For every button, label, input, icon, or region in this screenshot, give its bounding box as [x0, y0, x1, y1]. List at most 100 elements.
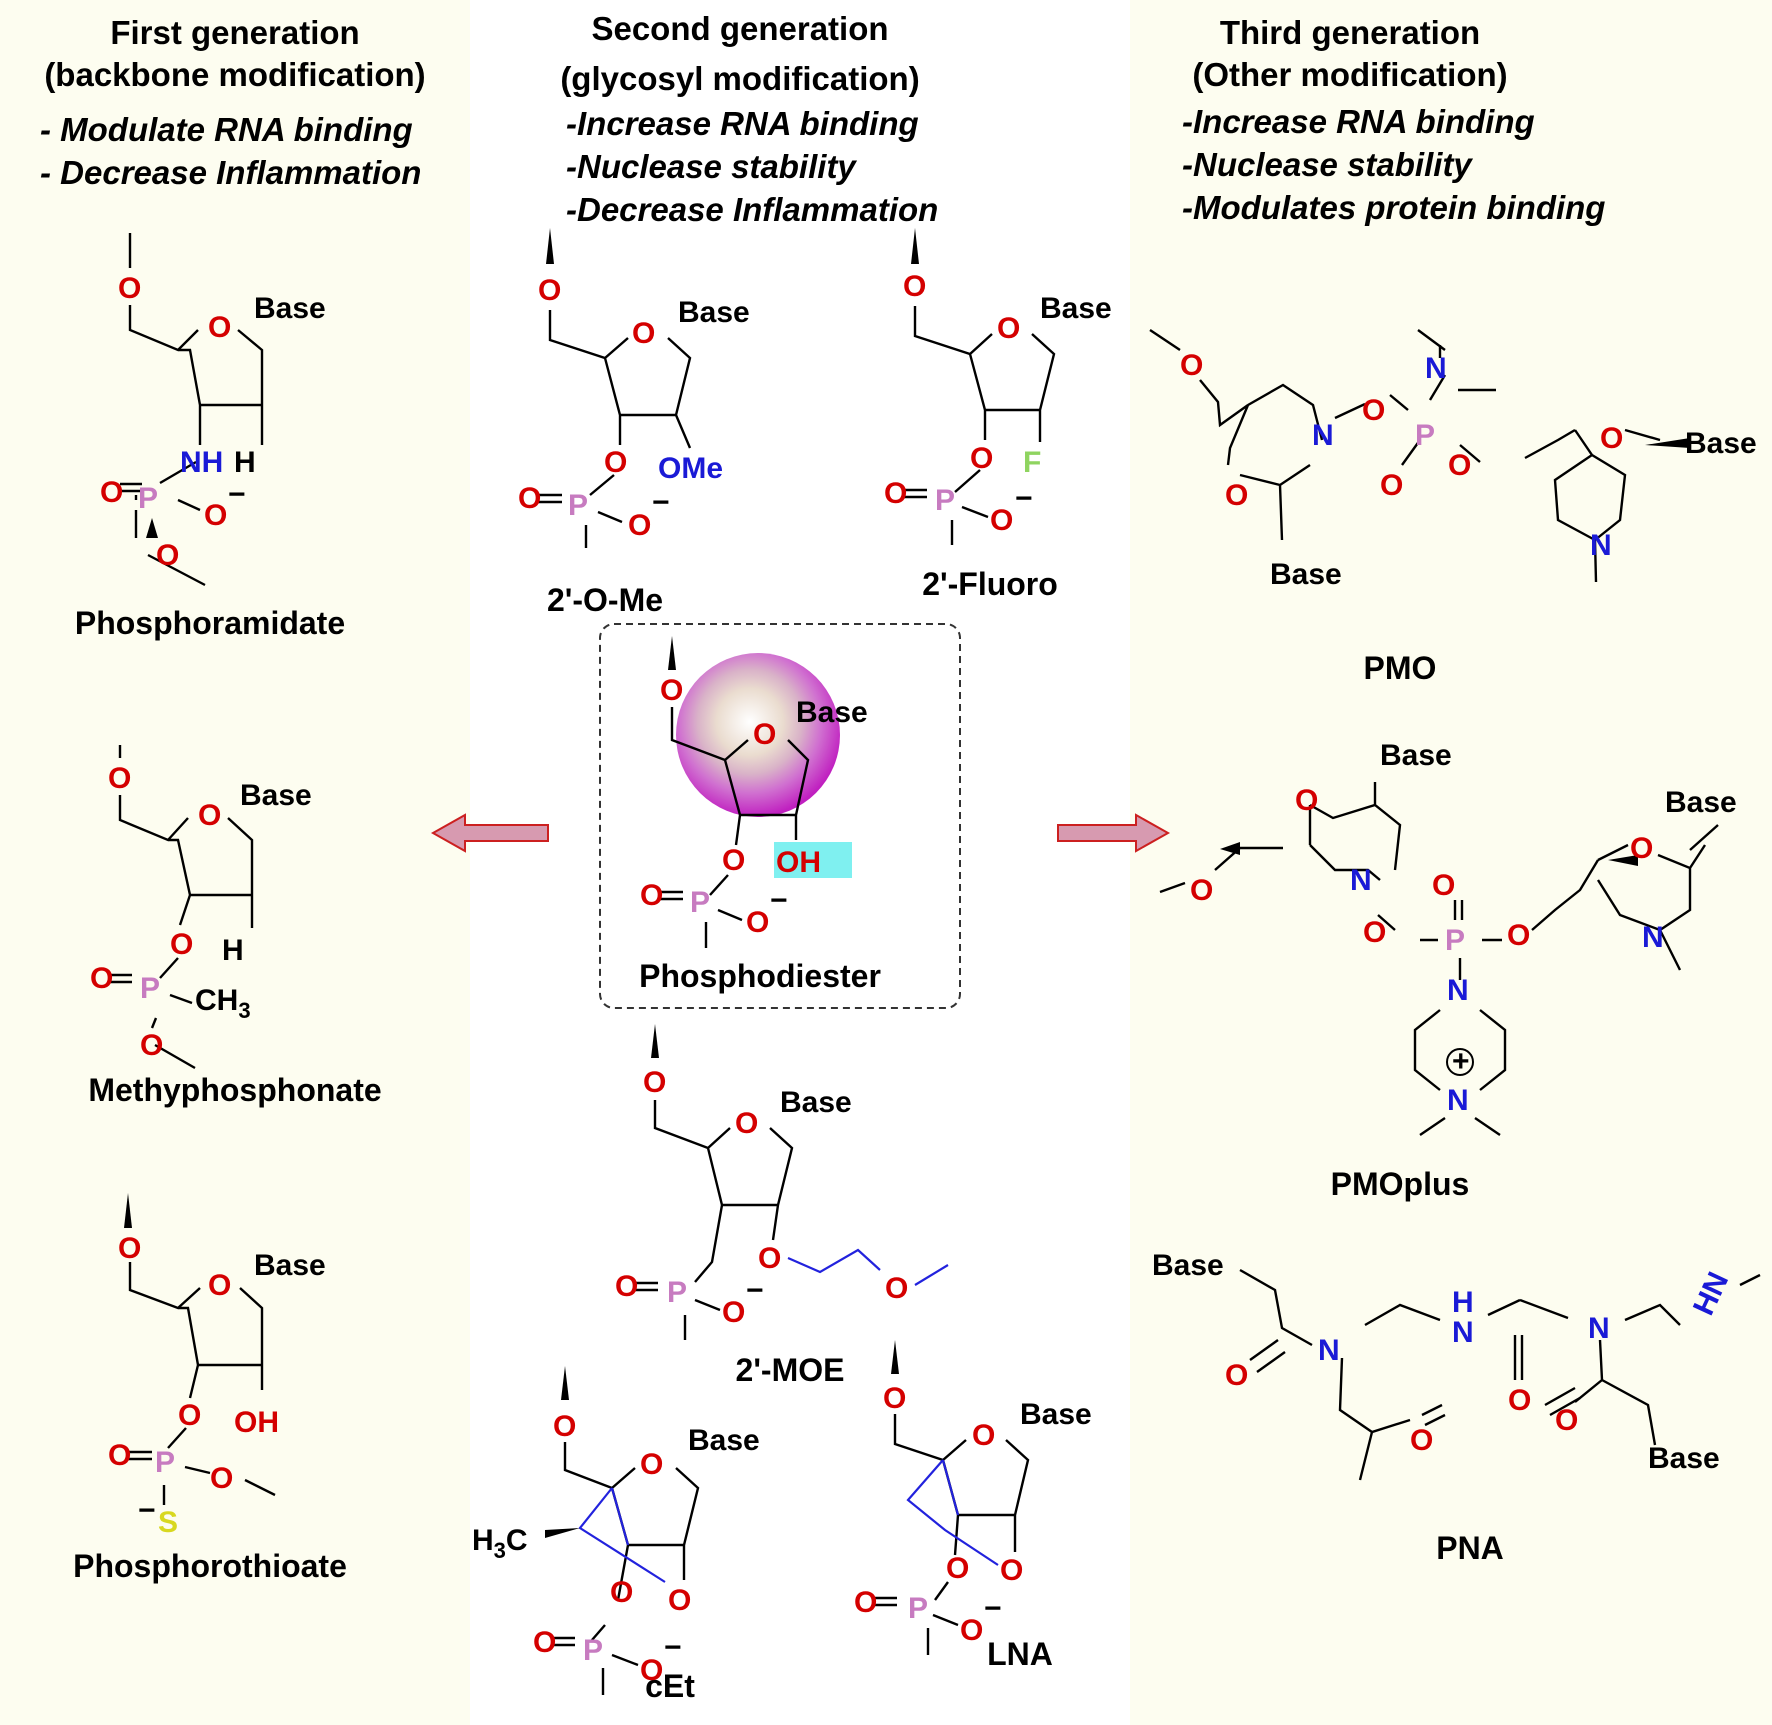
- atom-o: O: [1362, 394, 1385, 427]
- charge-minus: −: [746, 1274, 764, 1307]
- phosphorothioate-structure: O O Base O OH O P O − S: [108, 1193, 326, 1539]
- second-generation-bullets: -Increase RNA binding -Nuclease stabilit…: [566, 102, 938, 231]
- atom-o: O: [640, 1448, 663, 1481]
- atom-nh: NH: [180, 446, 223, 479]
- base-label: Base: [1380, 739, 1452, 772]
- positive-charge-icon: [1446, 1048, 1474, 1076]
- sugar-highlight-circle: [676, 653, 840, 817]
- atom-o: O: [1190, 874, 1213, 907]
- label-pna: PNA: [1436, 1530, 1504, 1566]
- atom-o: O: [640, 1654, 663, 1687]
- charge-minus: −: [1015, 482, 1033, 515]
- title-line: First generation: [110, 14, 360, 51]
- atom-h: H: [222, 934, 244, 967]
- base-label: Base: [1648, 1442, 1720, 1475]
- base-label: Base: [1665, 786, 1737, 819]
- phosphodiester-structure: O O Base O OH O P O −: [640, 636, 868, 948]
- atom-o: O: [640, 879, 663, 912]
- label-2-o-me: 2'-O-Me: [546, 582, 664, 618]
- atom-p: P: [155, 1446, 175, 1479]
- base-label: Base: [1152, 1249, 1224, 1282]
- bullet-item: - Decrease Inflammation: [40, 154, 422, 191]
- base-label: Base: [1040, 292, 1112, 325]
- atom-o: O: [1363, 916, 1386, 949]
- atom-o: O: [632, 317, 655, 350]
- charge-minus: −: [652, 486, 670, 519]
- base-label: Base: [678, 296, 750, 329]
- methylphosphonate-structure: O O Base O H O P CH3 O: [90, 745, 312, 1070]
- atom-hn: HN: [1687, 1267, 1735, 1320]
- atom-o: O: [970, 442, 993, 475]
- label-2-moe: 2'-MOE: [735, 1352, 845, 1388]
- atom-o: O: [1380, 469, 1403, 502]
- atom-o: O: [538, 274, 561, 307]
- label-phosphodiester: Phosphodiester: [639, 958, 881, 994]
- label-pmoplus: PMOplus: [1330, 1166, 1470, 1202]
- atom-n: N: [1452, 1316, 1474, 1349]
- atom-o: O: [758, 1242, 781, 1275]
- atom-o: O: [118, 1232, 141, 1265]
- first-generation-bullets: - Modulate RNA binding - Decrease Inflam…: [40, 108, 421, 194]
- atom-ome: OMe: [658, 452, 723, 485]
- atom-o: O: [198, 799, 221, 832]
- atom-o: O: [204, 499, 227, 532]
- atom-o: O: [1507, 919, 1530, 952]
- atom-o: O: [615, 1270, 638, 1303]
- atom-c: C: [506, 1524, 528, 1557]
- base-label: Base: [780, 1086, 852, 1119]
- charge-minus: −: [138, 1494, 156, 1527]
- atom-o: O: [753, 718, 776, 751]
- bullet-item: -Nuclease stability: [1182, 146, 1472, 183]
- atom-o: O: [990, 504, 1013, 537]
- base-label: Base: [254, 292, 326, 325]
- base-label: Base: [1020, 1398, 1092, 1431]
- atom-o: O: [735, 1107, 758, 1140]
- atom-n: N: [1642, 921, 1664, 954]
- title-line: Second generation: [591, 10, 889, 47]
- atom-o: O: [946, 1552, 969, 1585]
- charge-plus: +: [1452, 1045, 1470, 1078]
- charge-minus: −: [770, 884, 788, 917]
- bullet-item: -Decrease Inflammation: [566, 191, 939, 228]
- 2-moe-structure: O O Base O O O P O −: [615, 1024, 949, 1340]
- bullet-item: -Increase RNA binding: [566, 105, 919, 142]
- 2-o-me-structure: O O Base O OMe O P O −: [518, 228, 750, 548]
- atom-o: O: [722, 1296, 745, 1329]
- atom-p: P: [1445, 924, 1465, 957]
- atom-oh: OH: [776, 846, 821, 879]
- atom-o: O: [208, 1269, 231, 1302]
- charge-minus: −: [228, 478, 246, 511]
- atom-o: O: [668, 1584, 691, 1617]
- atom-o: O: [604, 446, 627, 479]
- atom-o: O: [628, 509, 651, 542]
- atom-o: O: [100, 476, 123, 509]
- phosphodiester-frame: [599, 623, 961, 1009]
- right-arrow-icon: [1057, 813, 1171, 853]
- atom-n: N: [1350, 864, 1372, 897]
- base-label: Base: [796, 696, 868, 729]
- base-label: Base: [1685, 427, 1757, 460]
- first-generation-title: First generation (backbone modification): [15, 12, 455, 96]
- atom-o: O: [1630, 832, 1653, 865]
- label-phosphoramidate: Phosphoramidate: [74, 605, 346, 641]
- label-phosphorothioate: Phosphorothioate: [73, 1548, 347, 1584]
- atom-o: O: [1295, 784, 1318, 817]
- bullet-item: - Modulate RNA binding: [40, 111, 413, 148]
- atom-n: N: [1447, 1084, 1469, 1117]
- bullet-item: -Modulates protein binding: [1182, 189, 1606, 226]
- atom-o: O: [997, 312, 1020, 345]
- atom-o: O: [1508, 1384, 1531, 1417]
- atom-o: O: [210, 1462, 233, 1495]
- atom-ch: CH: [195, 984, 238, 1017]
- atom-o: O: [903, 270, 926, 303]
- atom-o: O: [1180, 349, 1203, 382]
- atom-o: O: [90, 962, 113, 995]
- atom-p: P: [935, 484, 955, 517]
- title-line: (backbone modification): [44, 56, 426, 93]
- pna-structure: Base O N O H N O N O Base HN: [1152, 1249, 1761, 1481]
- atom-o: O: [722, 844, 745, 877]
- atom-o: O: [1600, 422, 1623, 455]
- first-generation-panel: [0, 0, 470, 1725]
- atom-p: P: [138, 482, 158, 515]
